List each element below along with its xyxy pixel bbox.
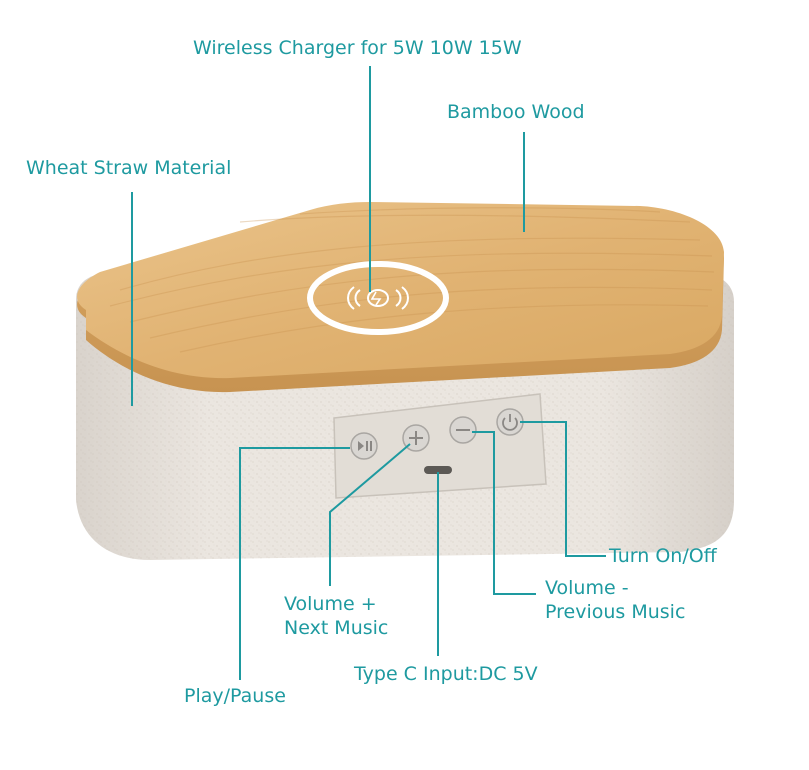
label-turn-on-off: Turn On/Off bbox=[609, 545, 717, 567]
charging-ring bbox=[307, 261, 449, 335]
label-bamboo-wood: Bamboo Wood bbox=[447, 101, 585, 123]
label-volume-plus: Volume + Next Music bbox=[284, 593, 389, 639]
play-pause-icon bbox=[358, 441, 364, 451]
label-wheat-straw: Wheat Straw Material bbox=[26, 157, 232, 179]
bamboo-top bbox=[77, 202, 724, 393]
label-volume-minus: Volume - Previous Music bbox=[545, 577, 686, 623]
usb-c-port bbox=[424, 466, 452, 474]
play-pause-button[interactable] bbox=[350, 432, 378, 460]
label-wireless-charger: Wireless Charger for 5W 10W 15W bbox=[193, 37, 522, 59]
callout-lines bbox=[131, 66, 606, 680]
power-button[interactable] bbox=[496, 408, 524, 436]
label-type-c: Type C Input:DC 5V bbox=[354, 663, 538, 685]
wireless-charging-icon bbox=[347, 286, 409, 310]
label-play-pause: Play/Pause bbox=[184, 685, 286, 707]
volume-minus-button[interactable] bbox=[449, 416, 477, 444]
power-icon bbox=[502, 414, 518, 431]
plus-icon bbox=[409, 431, 423, 445]
